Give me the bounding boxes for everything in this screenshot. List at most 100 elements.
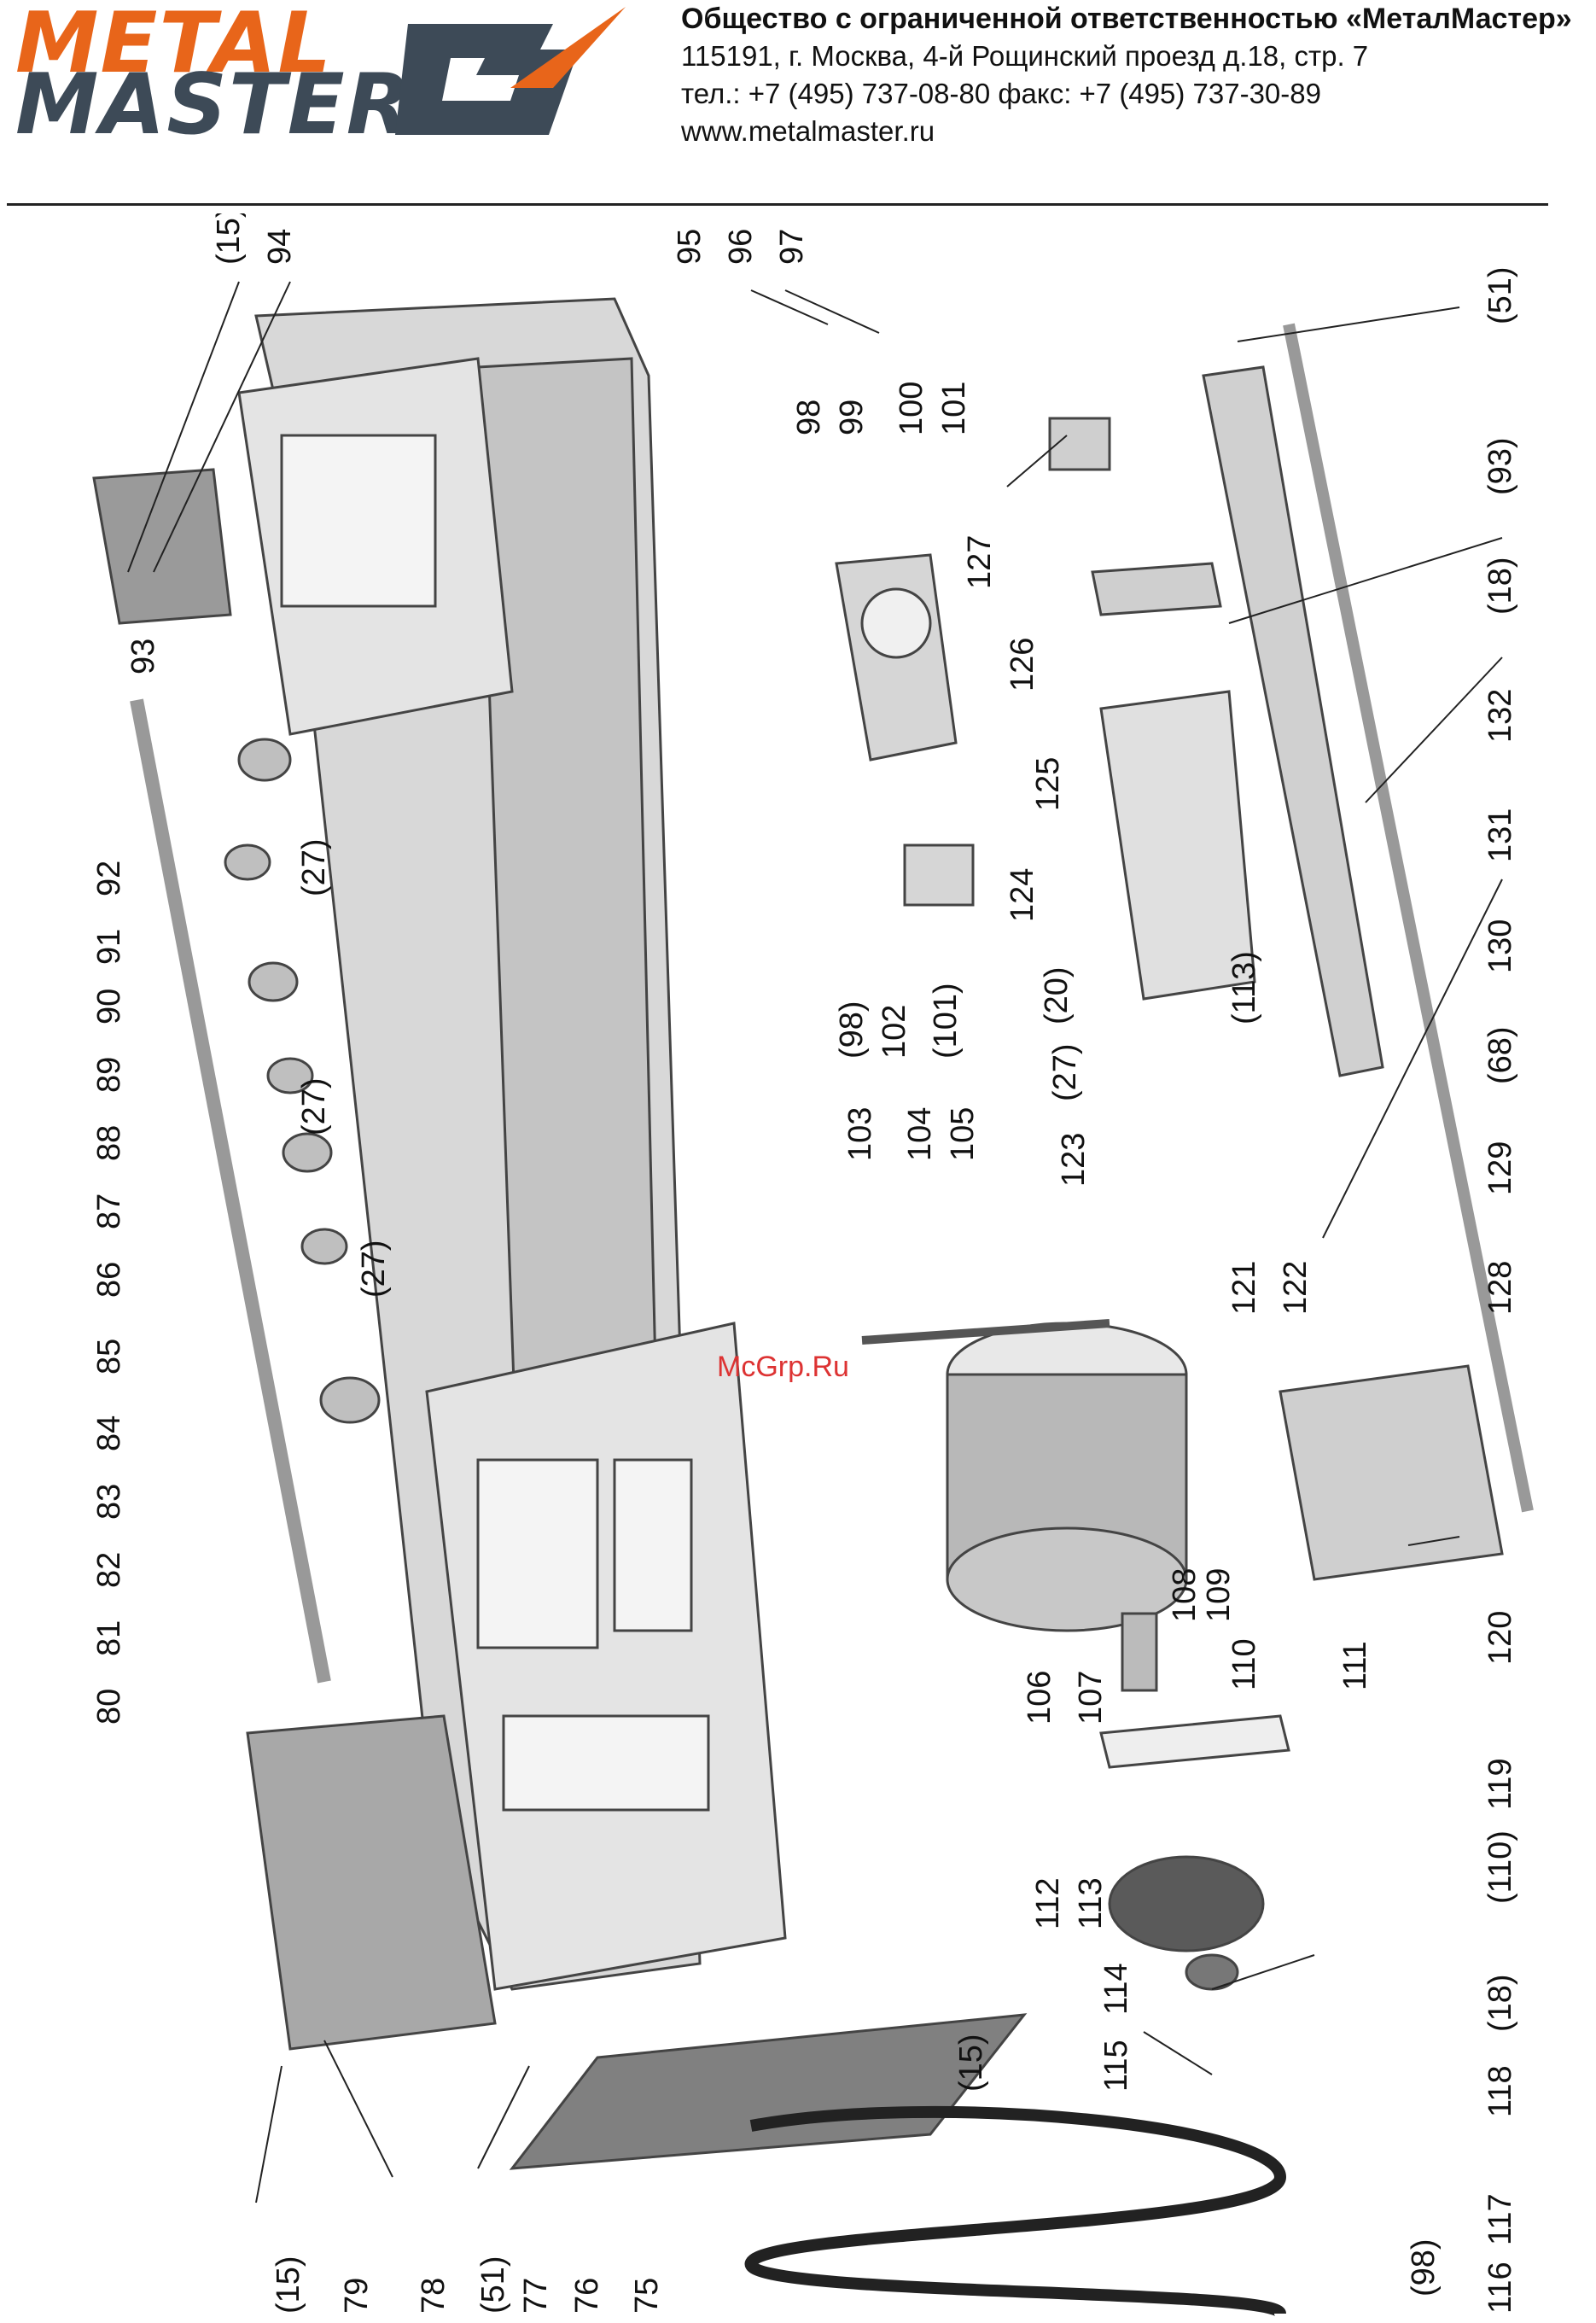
guide-bar — [1202, 365, 1384, 1077]
part-label: 121 — [1226, 1261, 1262, 1315]
part-label: 107 — [1073, 1671, 1109, 1725]
part-label: 87 — [91, 1194, 127, 1229]
bearing-stack — [224, 738, 381, 1424]
part-label: 81 — [91, 1620, 127, 1656]
bottom-grille-panel — [509, 2013, 1028, 2170]
part-label: 83 — [91, 1484, 127, 1520]
part-label: 125 — [1030, 757, 1066, 811]
part-label: 80 — [91, 1689, 127, 1725]
pulley-wheel — [1108, 1855, 1265, 1952]
rod-right — [1283, 323, 1534, 1513]
part-label: (15) — [271, 2256, 306, 2314]
motor-mount-plate — [1279, 1364, 1504, 1581]
part-label: 117 — [1482, 2193, 1518, 2245]
gearbox-plate-hole — [860, 587, 932, 659]
lower-frame-slot — [502, 1714, 710, 1812]
part-label: (27) — [1047, 1043, 1083, 1101]
belt-tensioner — [1099, 1714, 1290, 1769]
watermark-text: McGrp.Ru — [717, 1351, 849, 1383]
part-label: 105 — [945, 1107, 981, 1161]
part-label: 97 — [774, 229, 810, 265]
part-label: 96 — [723, 229, 759, 265]
part-label: 132 — [1482, 689, 1518, 743]
part-label: 128 — [1482, 1261, 1518, 1315]
small-plate — [903, 843, 975, 907]
part-label: 103 — [842, 1107, 878, 1161]
part-label: (113) — [1226, 951, 1262, 1024]
part-label: 86 — [91, 1262, 127, 1298]
leader-lines — [127, 281, 1503, 2203]
part-label: 109 — [1201, 1568, 1237, 1622]
part-label: 118 — [1482, 2065, 1518, 2117]
lower-frame-window-1 — [476, 1458, 599, 1649]
part-label: 113 — [1073, 1877, 1109, 1929]
part-label: (15) — [211, 213, 247, 265]
part-label: 126 — [1005, 638, 1040, 692]
part-label: 116 — [1482, 2262, 1518, 2314]
part-label: 100 — [894, 382, 929, 435]
header: METAL MASTER Общество с ограниченной отв… — [0, 0, 1596, 206]
logo-line-metal: METAL — [15, 0, 333, 92]
part-label: 127 — [962, 535, 998, 589]
company-address: 115191, г. Москва, 4-й Рощинский проезд … — [681, 40, 1369, 72]
part-label: 111 — [1337, 1641, 1373, 1690]
part-label: 95 — [672, 229, 708, 265]
rod-bracket-top — [1048, 417, 1111, 471]
part-label: 77 — [518, 2278, 554, 2314]
logo-mark-icon — [395, 7, 626, 135]
part-label: 75 — [629, 2278, 665, 2314]
part-label: 79 — [339, 2278, 375, 2314]
part-label: (110) — [1482, 1830, 1518, 1904]
part-label: (27) — [356, 1240, 392, 1298]
company-phones: тел.: +7 (495) 737-08-80 факс: +7 (495) … — [681, 78, 1321, 109]
part-label: (20) — [1039, 966, 1075, 1024]
adjusting-screw — [861, 1319, 1110, 1345]
motor-shaft — [1121, 1612, 1158, 1692]
part-label: 92 — [91, 861, 127, 896]
part-label: (101) — [928, 983, 964, 1059]
part-label: 112 — [1030, 1877, 1066, 1929]
part-label: (15) — [953, 2034, 989, 2092]
part-label: 93 — [125, 639, 161, 674]
part-label: 114 — [1098, 1963, 1134, 2015]
part-label: (98) — [834, 1001, 870, 1059]
side-grille-panel — [246, 1714, 497, 2051]
logo-line-master: MASTER — [15, 56, 413, 154]
lower-frame-window-2 — [613, 1458, 693, 1632]
part-label: 98 — [791, 400, 827, 435]
part-label: 88 — [91, 1125, 127, 1161]
part-label: 108 — [1167, 1568, 1203, 1622]
rod-left — [130, 698, 331, 1684]
part-label: 101 — [936, 382, 972, 435]
part-label: (68) — [1482, 1026, 1518, 1084]
part-label: 90 — [91, 989, 127, 1024]
part-label: 115 — [1098, 2040, 1134, 2092]
part-label: 122 — [1278, 1261, 1313, 1315]
company-logo: METAL MASTER — [15, 0, 630, 154]
part-label: 124 — [1005, 868, 1040, 922]
part-label: 84 — [91, 1415, 127, 1451]
header-divider — [7, 203, 1548, 206]
part-label: (27) — [296, 1077, 332, 1135]
motor-flange — [946, 1526, 1188, 1632]
rod-bracket-mid — [1091, 562, 1222, 616]
part-label: 119 — [1482, 1758, 1518, 1810]
part-label: 94 — [262, 229, 298, 265]
part-label: (98) — [1406, 2238, 1442, 2297]
part-label: 85 — [91, 1339, 127, 1375]
part-label: 102 — [877, 1005, 912, 1059]
part-label: (18) — [1482, 557, 1518, 615]
part-label: (51) — [475, 2256, 511, 2314]
company-website[interactable]: www.metalmaster.ru — [681, 115, 935, 147]
part-label: (51) — [1482, 266, 1518, 324]
part-label: 106 — [1022, 1671, 1057, 1725]
part-label: 104 — [902, 1107, 938, 1161]
part-label: 130 — [1482, 919, 1518, 973]
part-label: 120 — [1482, 1611, 1518, 1665]
part-label: 78 — [416, 2278, 451, 2314]
part-label: 99 — [834, 400, 870, 435]
part-label: (27) — [296, 838, 332, 896]
part-label: 123 — [1056, 1133, 1092, 1187]
